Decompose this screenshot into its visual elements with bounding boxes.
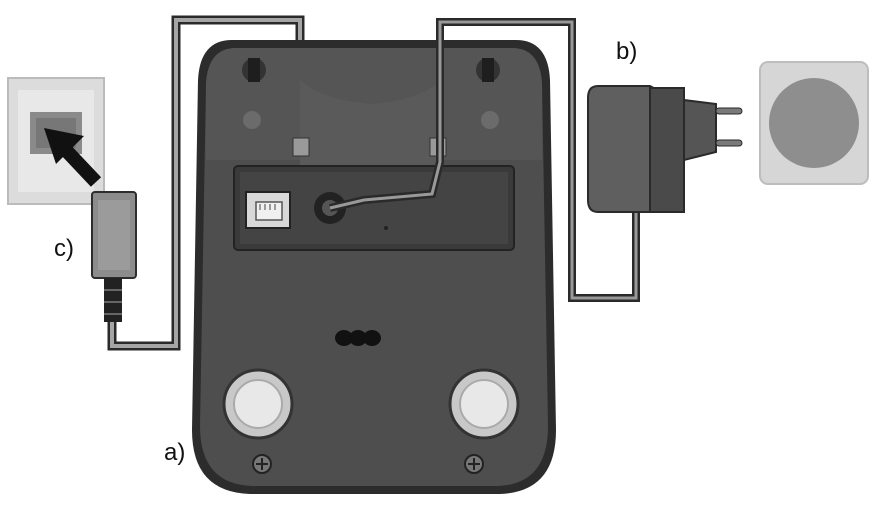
power-adapter-icon [587, 85, 743, 213]
phone-wall-socket-icon [7, 77, 105, 205]
power-cable [329, 18, 640, 302]
power-outlet-icon [759, 61, 869, 185]
wall-mount-hole-right [476, 58, 500, 82]
speaker-holes [335, 330, 381, 346]
screw-right [464, 454, 484, 474]
phone-jack-socket [245, 191, 291, 229]
callout-label-b: b) [616, 38, 638, 65]
screw-left [252, 454, 272, 474]
wall-mount-hole-left [242, 58, 266, 82]
rubber-foot-right [448, 368, 520, 440]
phone-plug-icon [91, 191, 137, 322]
callout-label-a: a) [164, 439, 186, 466]
base-station-rear-icon [192, 40, 556, 494]
rubber-foot-left [222, 368, 294, 440]
insert-arrow-icon [44, 128, 102, 187]
callout-label-c: c) [54, 235, 74, 262]
